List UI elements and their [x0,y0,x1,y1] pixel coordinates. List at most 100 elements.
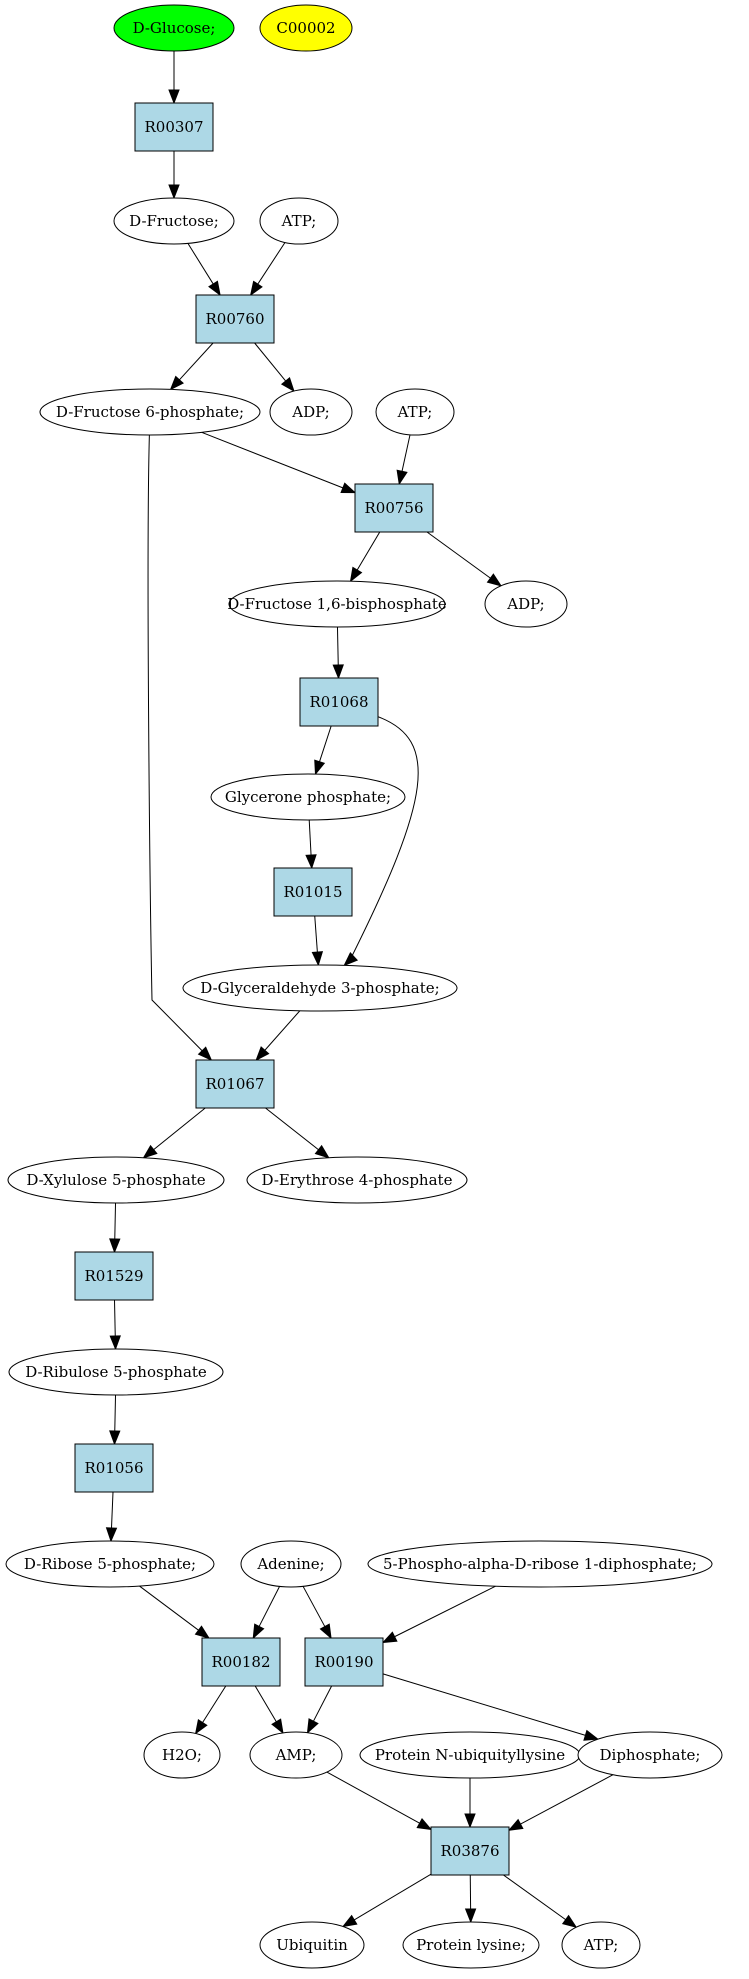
node-label: D-Erythrose 4-phosphate [262,1171,453,1189]
compound-ellipse [113,4,235,52]
edge-r01068-to-g3p-arrowhead [343,951,359,967]
reaction-node-r01067[interactable]: R01067 [195,1059,275,1109]
compound-ellipse [259,4,353,52]
edge-r00182-to-h2o-arrowhead [194,1719,208,1735]
edge-r01068-to-glycerone-arrowhead [314,759,326,776]
node-label: D-Glucose; [133,19,216,37]
compound-node-glucose[interactable]: D-Glucose; [113,4,235,52]
edge-diphosphate-to-r03876 [507,1774,614,1831]
edge-atp1-to-r00760-line [256,242,286,286]
reaction-node-r00756[interactable]: R00756 [354,483,434,533]
compound-ellipse [182,964,458,1012]
node-label: Ubiquitin [276,1936,348,1954]
compound-node-f6p[interactable]: D-Fructose 6-phosphate; [39,388,261,436]
compound-node-h2o[interactable]: H2O; [143,1731,221,1779]
node-label: C00002 [276,19,335,37]
reaction-box [430,1826,510,1876]
edge-f6p-to-r01067-line [147,434,204,1052]
reaction-node-r00190[interactable]: R00190 [304,1637,384,1687]
compound-node-atp2[interactable]: ATP; [375,388,455,436]
compound-ellipse [240,1540,342,1588]
compound-node-ubiquitin[interactable]: Ubiquitin [259,1921,365,1969]
edge-glycerone-to-r01015 [305,819,317,870]
compound-node-atp1[interactable]: ATP; [259,197,339,245]
edge-r00760-to-f6p [169,342,214,391]
edge-r00760-to-f6p-line [178,342,214,381]
edge-atp1-to-r00760-arrowhead [249,280,263,297]
edge-r01067-to-xylulose-arrowhead [142,1144,158,1159]
compound-ellipse [577,1731,723,1779]
edge-ribose5p-to-r00182-line [139,1585,200,1632]
node-label: R01068 [309,693,368,711]
edge-glucose-to-r00307 [168,51,180,105]
edge-r00190-to-diphosphate [382,1673,600,1741]
reaction-node-r00182[interactable]: R00182 [201,1637,281,1687]
edge-r01067-to-erythrose-arrowhead [314,1144,330,1159]
edge-r01529-to-ribulose-line [114,1299,116,1338]
compound-node-amp[interactable]: AMP; [249,1731,343,1779]
compound-node-f16bp[interactable]: D-Fructose 1,6-bisphosphate [227,580,447,628]
edge-glucose-to-r00307-arrowhead [168,89,180,105]
edge-adenine-to-r00190-arrowhead [319,1623,332,1640]
compound-ellipse [39,388,261,436]
compound-node-adp2[interactable]: ADP; [484,580,568,628]
reaction-node-r03876[interactable]: R03876 [430,1826,510,1876]
reaction-node-r01015[interactable]: R01015 [273,867,353,917]
compound-ellipse [402,1921,540,1969]
node-label: R00307 [144,118,203,136]
reaction-node-r00760[interactable]: R00760 [195,294,275,344]
edge-fructose-to-r00760 [187,243,221,297]
compound-ellipse [561,1921,641,1969]
compound-node-c00002[interactable]: C00002 [259,4,353,52]
edge-ribulose-to-r01056-arrowhead [109,1430,121,1446]
compound-node-xylulose[interactable]: D-Xylulose 5-phosphate [7,1156,225,1204]
edge-r00182-to-amp [254,1685,284,1735]
edge-r03876-to-ubiquitin-line [353,1873,432,1921]
compound-node-prpp[interactable]: 5-Phospho-alpha-D-ribose 1-diphosphate; [367,1540,713,1588]
edge-f16bp-to-r01068-line [336,626,339,667]
reaction-node-r01529[interactable]: R01529 [74,1251,154,1301]
node-label: AMP; [275,1746,317,1764]
node-label: Adenine; [256,1555,324,1573]
edge-xylulose-to-r01529-line [114,1202,117,1241]
edge-r00760-to-f6p-arrowhead [169,375,184,391]
compound-node-ubiqlys[interactable]: Protein N-ubiquityllysine [359,1731,581,1779]
reaction-node-r01056[interactable]: R01056 [74,1443,154,1493]
node-label: Protein N-ubiquityllysine [375,1746,565,1764]
node-label: H2O; [162,1746,202,1764]
edge-f6p-to-r00756-line [201,431,345,489]
compound-ellipse [269,388,353,436]
reaction-node-r00307[interactable]: R00307 [134,102,214,152]
node-label: R01067 [205,1075,264,1093]
compound-node-lysine[interactable]: Protein lysine; [402,1921,540,1969]
edge-r00760-to-adp1-line [254,342,287,383]
compound-node-ribose5p[interactable]: D-Ribose 5-phosphate; [5,1540,215,1588]
edge-r00756-to-adp2-arrowhead [486,573,503,587]
compound-node-erythrose[interactable]: D-Erythrose 4-phosphate [246,1156,468,1204]
node-label: D-Fructose 6-phosphate; [56,403,244,421]
node-label: 5-Phospho-alpha-D-ribose 1-diphosphate; [383,1555,697,1573]
compound-node-adenine[interactable]: Adenine; [240,1540,342,1588]
compound-ellipse [5,1540,215,1588]
edge-r00190-to-amp-line [312,1685,333,1723]
edge-r00190-to-amp-arrowhead [306,1718,319,1734]
edge-r01068-to-glycerone-line [318,725,332,763]
edge-r03876-to-ubiquitin-arrowhead [341,1914,358,1928]
compound-node-adp1[interactable]: ADP; [269,388,353,436]
edge-amp-to-r03876 [326,1771,433,1831]
compound-node-glycerone[interactable]: Glycerone phosphate; [210,773,406,821]
edge-amp-to-r03876-arrowhead [416,1817,433,1831]
compound-node-ribulose[interactable]: D-Ribulose 5-phosphate [8,1348,224,1396]
compound-node-diphosphate[interactable]: Diphosphate; [577,1731,723,1779]
compound-node-g3p[interactable]: D-Glyceraldehyde 3-phosphate; [182,964,458,1012]
edge-r01056-to-ribose5p-arrowhead [105,1527,118,1543]
reaction-node-r01068[interactable]: R01068 [299,677,379,727]
compound-node-fructose[interactable]: D-Fructose; [113,197,235,245]
compound-node-atp3[interactable]: ATP; [561,1921,641,1969]
edge-r00182-to-h2o [194,1685,227,1735]
edge-diphosphate-to-r03876-line [519,1774,614,1825]
edge-adenine-to-r00182-arrowhead [252,1623,265,1640]
edge-ubiqlys-to-r03876 [464,1778,476,1829]
node-label: R00760 [205,310,264,328]
edge-r03876-to-atp3 [503,1874,578,1929]
